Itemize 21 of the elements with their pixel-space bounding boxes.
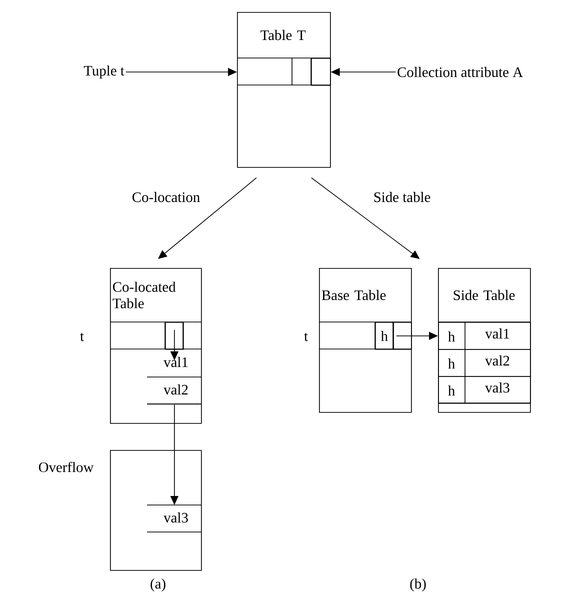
table-cell	[393, 322, 412, 350]
side-label: Overflow	[38, 462, 94, 472]
side-label: t	[304, 332, 308, 342]
table-box	[110, 450, 202, 571]
table-row: h val1	[438, 322, 531, 350]
table-cell	[311, 58, 331, 86]
table-row: h val3	[438, 376, 531, 404]
caption-label: (b)	[410, 578, 426, 592]
table-box: Table T	[236, 12, 331, 168]
edge-label: Side table	[374, 192, 430, 202]
side-label: t	[80, 332, 84, 342]
value-cell: val3	[146, 504, 202, 532]
table-row: h val2	[438, 348, 531, 377]
label-text: Tuple t	[84, 65, 124, 79]
table-cell: h	[375, 322, 394, 350]
label-text: Collection attribute A	[398, 66, 523, 78]
value-cell: val1	[146, 356, 202, 378]
value-cell: val2	[146, 384, 202, 404]
caption-label: (a)	[150, 578, 166, 592]
edge-label: Co-location	[132, 192, 200, 202]
table-cell	[165, 322, 184, 350]
